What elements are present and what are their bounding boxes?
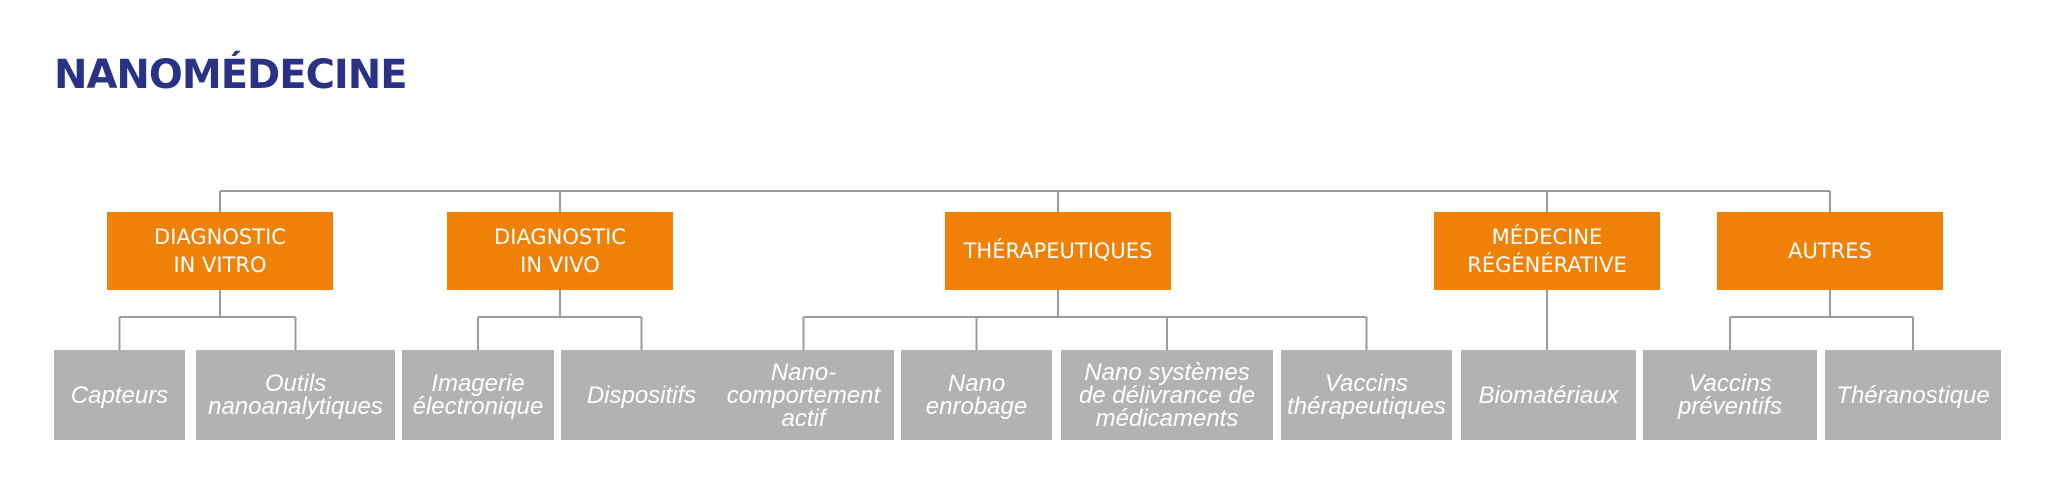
leaf-box: Dispositifs [561,350,722,440]
leaf-box: Biomatériaux [1461,350,1636,440]
leaf-box: Vaccins préventifs [1643,350,1817,440]
leaf-box: Nano systèmes de délivrance de médicamen… [1061,350,1273,440]
category-box: MÉDECINE RÉGÉNÉRATIVE [1434,212,1660,290]
leaf-box: Théranostique [1825,350,2001,440]
category-box: DIAGNOSTIC IN VITRO [107,212,333,290]
category-box: THÉRAPEUTIQUES [945,212,1171,290]
category-box: AUTRES [1717,212,1943,290]
leaf-box: Vaccins thérapeutiques [1281,350,1452,440]
leaf-box: Outils nanoanalytiques [196,350,395,440]
leaf-box: Nano- comportement actif [713,350,894,440]
page-title: NANOMÉDECINE [54,52,408,98]
category-box: DIAGNOSTIC IN VIVO [447,212,673,290]
leaf-box: Nano enrobage [901,350,1052,440]
leaf-box: Imagerie électronique [402,350,554,440]
leaf-box: Capteurs [54,350,185,440]
